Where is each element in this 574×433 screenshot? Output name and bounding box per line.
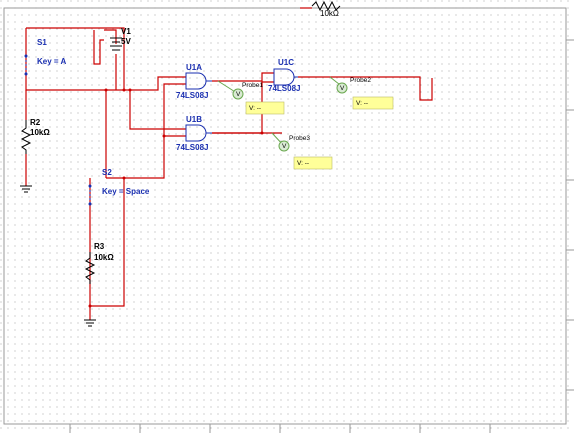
resistor-r3-value: 10kΩ <box>94 253 114 262</box>
gate-u1a-body <box>185 72 207 90</box>
probe-2-label: Probe2 <box>350 77 371 84</box>
resistor-r2[interactable]: R2 10kΩ <box>20 118 50 154</box>
probe-2-readout: V: -- <box>356 100 368 107</box>
probe-3-readout: V: -- <box>297 160 309 167</box>
probe-3-readout-box <box>293 156 333 170</box>
ground-r3-icon <box>84 319 96 327</box>
resistor-r3-ref: R3 <box>94 242 105 251</box>
switch-s2-key: Key = Space <box>102 187 150 196</box>
battery-v1[interactable]: V1 5V <box>110 27 131 51</box>
battery-v1-ref: V1 <box>121 27 131 36</box>
wire-v1-to-bus <box>104 29 117 44</box>
gate-u1b[interactable]: U1B 74LS08J <box>176 115 212 152</box>
sheet-border <box>3 7 574 433</box>
probe-3-icon <box>278 140 290 152</box>
resistor-r3[interactable]: R3 10kΩ <box>84 242 114 284</box>
probe-2-glyph: V <box>340 85 345 92</box>
wire-s2-to-u1a-in2 <box>124 83 186 179</box>
gate-u1a-part: 74LS08J <box>176 91 208 100</box>
switch-s1-ref: S1 <box>37 38 47 47</box>
switch-s2[interactable]: S2 Key = Space <box>88 168 150 206</box>
resistor-r2-value: 10kΩ <box>30 128 50 137</box>
junction-dots <box>88 88 264 308</box>
resistor-r2-symbol <box>20 120 32 154</box>
wire-bus-u1a-in1 <box>124 76 186 91</box>
wire-r3-down <box>89 178 125 307</box>
switch-s1-key: Key = A <box>37 57 66 66</box>
gate-u1b-body <box>185 124 207 142</box>
resistor-top-value: 10kΩ <box>320 9 339 18</box>
resistor-top[interactable]: 10kΩ <box>311 0 341 18</box>
resistor-top-symbol <box>311 0 341 12</box>
gate-u1c-ref: U1C <box>278 58 294 67</box>
gate-u1b-ref: U1B <box>186 115 202 124</box>
probe-1-readout: V: -- <box>249 105 261 112</box>
probe-2-readout-box <box>352 96 394 110</box>
gate-u1c[interactable]: U1C 74LS08J <box>268 58 300 93</box>
gate-u1c-body <box>273 68 295 86</box>
probe-1-glyph: V <box>236 91 241 98</box>
gate-u1a-ref: U1A <box>186 63 202 72</box>
wire-u1c-out <box>298 76 433 101</box>
wire-v1-left <box>93 30 104 65</box>
top-ruler-ticks <box>69 39 574 433</box>
probe-2-icon <box>336 82 348 94</box>
wire-u1a-out <box>212 72 274 82</box>
gate-u1c-part: 74LS08J <box>268 84 300 93</box>
switch-s1[interactable]: S1 Key = A <box>24 38 67 76</box>
wire-bus-u1b-in1 <box>129 90 186 130</box>
probe-3-label: Probe3 <box>289 135 310 142</box>
probe-1-readout-box <box>245 101 285 115</box>
gate-u1b-part: 74LS08J <box>176 143 208 152</box>
probe-2[interactable]: V Probe2 V: -- <box>329 76 394 110</box>
switch-s2-ref: S2 <box>102 168 112 177</box>
resistor-r3-symbol <box>84 252 96 284</box>
probe-3[interactable]: V Probe3 V: -- <box>271 132 333 170</box>
probe-3-glyph: V <box>282 143 287 150</box>
resistor-r2-ref: R2 <box>30 118 41 127</box>
gate-u1a[interactable]: U1A 74LS08J <box>176 63 212 100</box>
battery-v1-value: 5V <box>121 37 131 46</box>
probe-1-label: Probe1 <box>242 82 263 89</box>
probe-1[interactable]: V Probe1 V: -- <box>217 80 285 115</box>
ground-r2-icon <box>20 185 32 193</box>
probe-1-icon <box>232 88 244 100</box>
